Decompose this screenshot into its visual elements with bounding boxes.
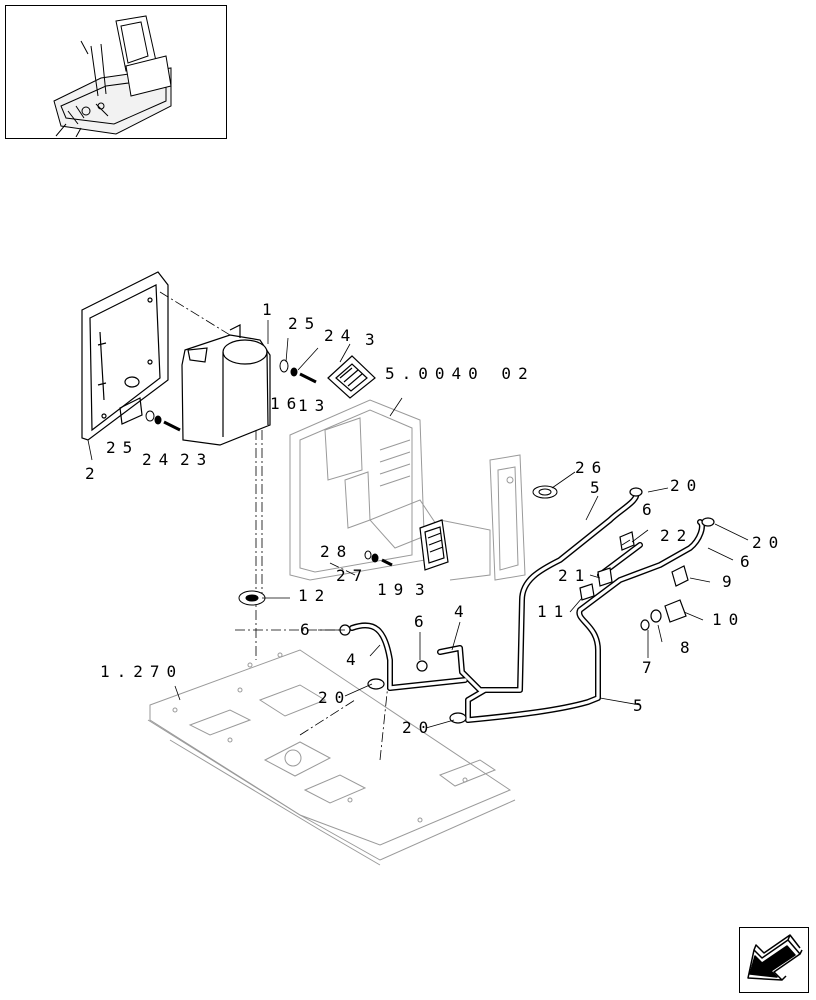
washer-hoses-inner <box>350 490 704 722</box>
callout-16: 16 <box>270 394 304 413</box>
callout-2: 2 <box>85 464 102 483</box>
floor-plate <box>147 649 516 866</box>
vent-grille-lower <box>419 519 449 571</box>
callout-24-lower: 24 <box>142 450 176 469</box>
vent-grille-upper <box>327 355 376 399</box>
callout-28: 28 <box>320 542 354 561</box>
callout-3-upper: 3 <box>365 330 382 349</box>
callout-23-lower: 23 <box>180 450 214 469</box>
callout-1: 1 <box>262 300 279 319</box>
callout-22: 22 <box>660 526 694 545</box>
callout-11: 11 <box>537 602 571 621</box>
callout-21: 21 <box>558 566 592 585</box>
callout-20-lower-b: 20 <box>402 718 436 737</box>
callout-3-lower: 3 <box>415 580 432 599</box>
callout-24-upper: 24 <box>324 326 358 345</box>
arrow-down-left-icon <box>747 934 803 981</box>
callout-25-lower: 25 <box>106 438 140 457</box>
callout-20-upper-a: 20 <box>670 476 704 495</box>
callout-12: 12 <box>298 586 332 605</box>
callout-27: 27 <box>336 566 370 585</box>
callout-4-left: 4 <box>346 650 363 669</box>
callout-6-a: 6 <box>642 500 659 519</box>
hardware-fasteners <box>145 359 558 606</box>
callout-6-b: 6 <box>740 552 757 571</box>
rear-panel <box>81 271 169 441</box>
clamps-and-fittings <box>339 487 715 724</box>
callout-6-c: 6 <box>300 620 317 639</box>
callout-20-lower-a: 20 <box>318 688 352 707</box>
callout-13: 13 <box>298 396 332 415</box>
callout-9: 9 <box>722 572 739 591</box>
callout-leader-lines <box>87 320 749 729</box>
callout-5-upper: 5 <box>590 478 607 497</box>
machine-thumbnail-icon <box>53 15 172 138</box>
next-page-nav[interactable] <box>739 927 809 993</box>
callout-10: 10 <box>712 610 746 629</box>
callout-8: 8 <box>680 638 697 657</box>
reference-floor-group: 1.270 <box>100 662 184 681</box>
callout-5-lower: 5 <box>633 696 650 715</box>
callout-25-upper: 25 <box>288 314 322 333</box>
callout-26: 26 <box>575 458 609 477</box>
callout-20-upper-b: 20 <box>752 533 786 552</box>
callout-6-d: 6 <box>414 612 431 631</box>
callout-19: 19 <box>377 580 411 599</box>
reference-cab-group: 5.0040 02 <box>385 364 535 383</box>
callout-4-right: 4 <box>454 602 471 621</box>
callout-7: 7 <box>642 658 659 677</box>
inset-machine-thumbnail <box>5 5 227 139</box>
washer-tank <box>181 324 271 446</box>
